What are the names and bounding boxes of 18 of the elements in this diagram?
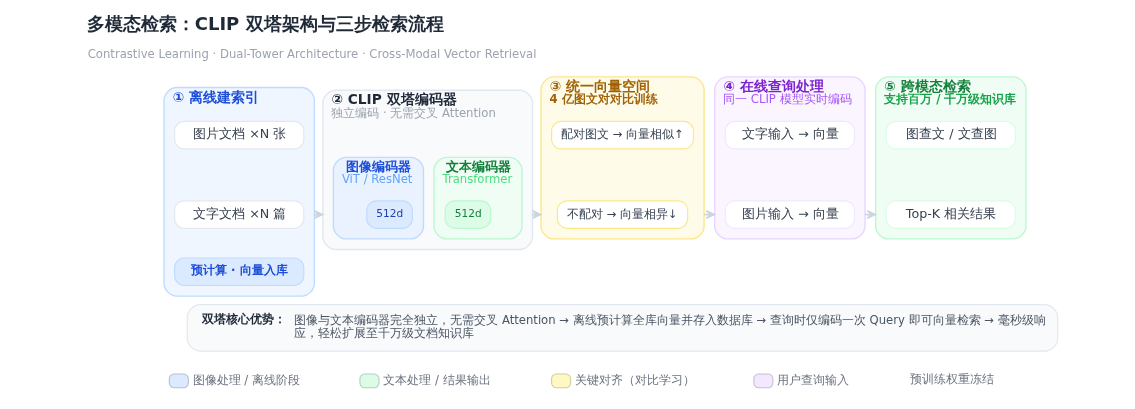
legend-label: 用户查询输入 <box>776 372 849 387</box>
arrow <box>702 210 715 220</box>
node-box: Top-K 相关结果 <box>885 200 1016 229</box>
label: Contrastive Learning · Dual-Tower Architecture · Cross-Modal Vector Retrieval <box>87 46 536 61</box>
node-box: 预计算 · 向量入库 <box>173 257 304 287</box>
node-box: 配对图文 → 向量相似↑ <box>550 120 694 150</box>
node-box: 图片文档 ×N 张 <box>173 120 304 150</box>
node-box: 512d <box>365 200 413 229</box>
diagram-title: 多模态检索：CLIP 双塔架构与三步检索流程 <box>86 12 444 34</box>
legend-label: 预训练权重冻结 <box>909 372 994 387</box>
node-box: 512d <box>444 200 491 229</box>
node-box: 图查文 / 文查图 <box>885 120 1016 150</box>
node-box: 文字文档 ×N 篇 <box>173 200 304 229</box>
legend-label: 文本处理 / 结果输出 <box>382 372 491 387</box>
node-box: 双塔核心优势： 图像与文本编码器完全独立，无需交叉 Attention → 离线预计算全库向量并存入数据库 → 查询时仅编码一次 Query 即可向量检索 → 毫秒级响应，轻松扩展至千万级文档知识库 <box>186 304 1058 352</box>
legend-label: 图像处理 / 离线阶段 <box>192 372 300 387</box>
legend-label: 关键对齐（对比学习） <box>574 372 695 387</box>
node-box: 不配对 → 向量相异↓ <box>556 200 688 229</box>
